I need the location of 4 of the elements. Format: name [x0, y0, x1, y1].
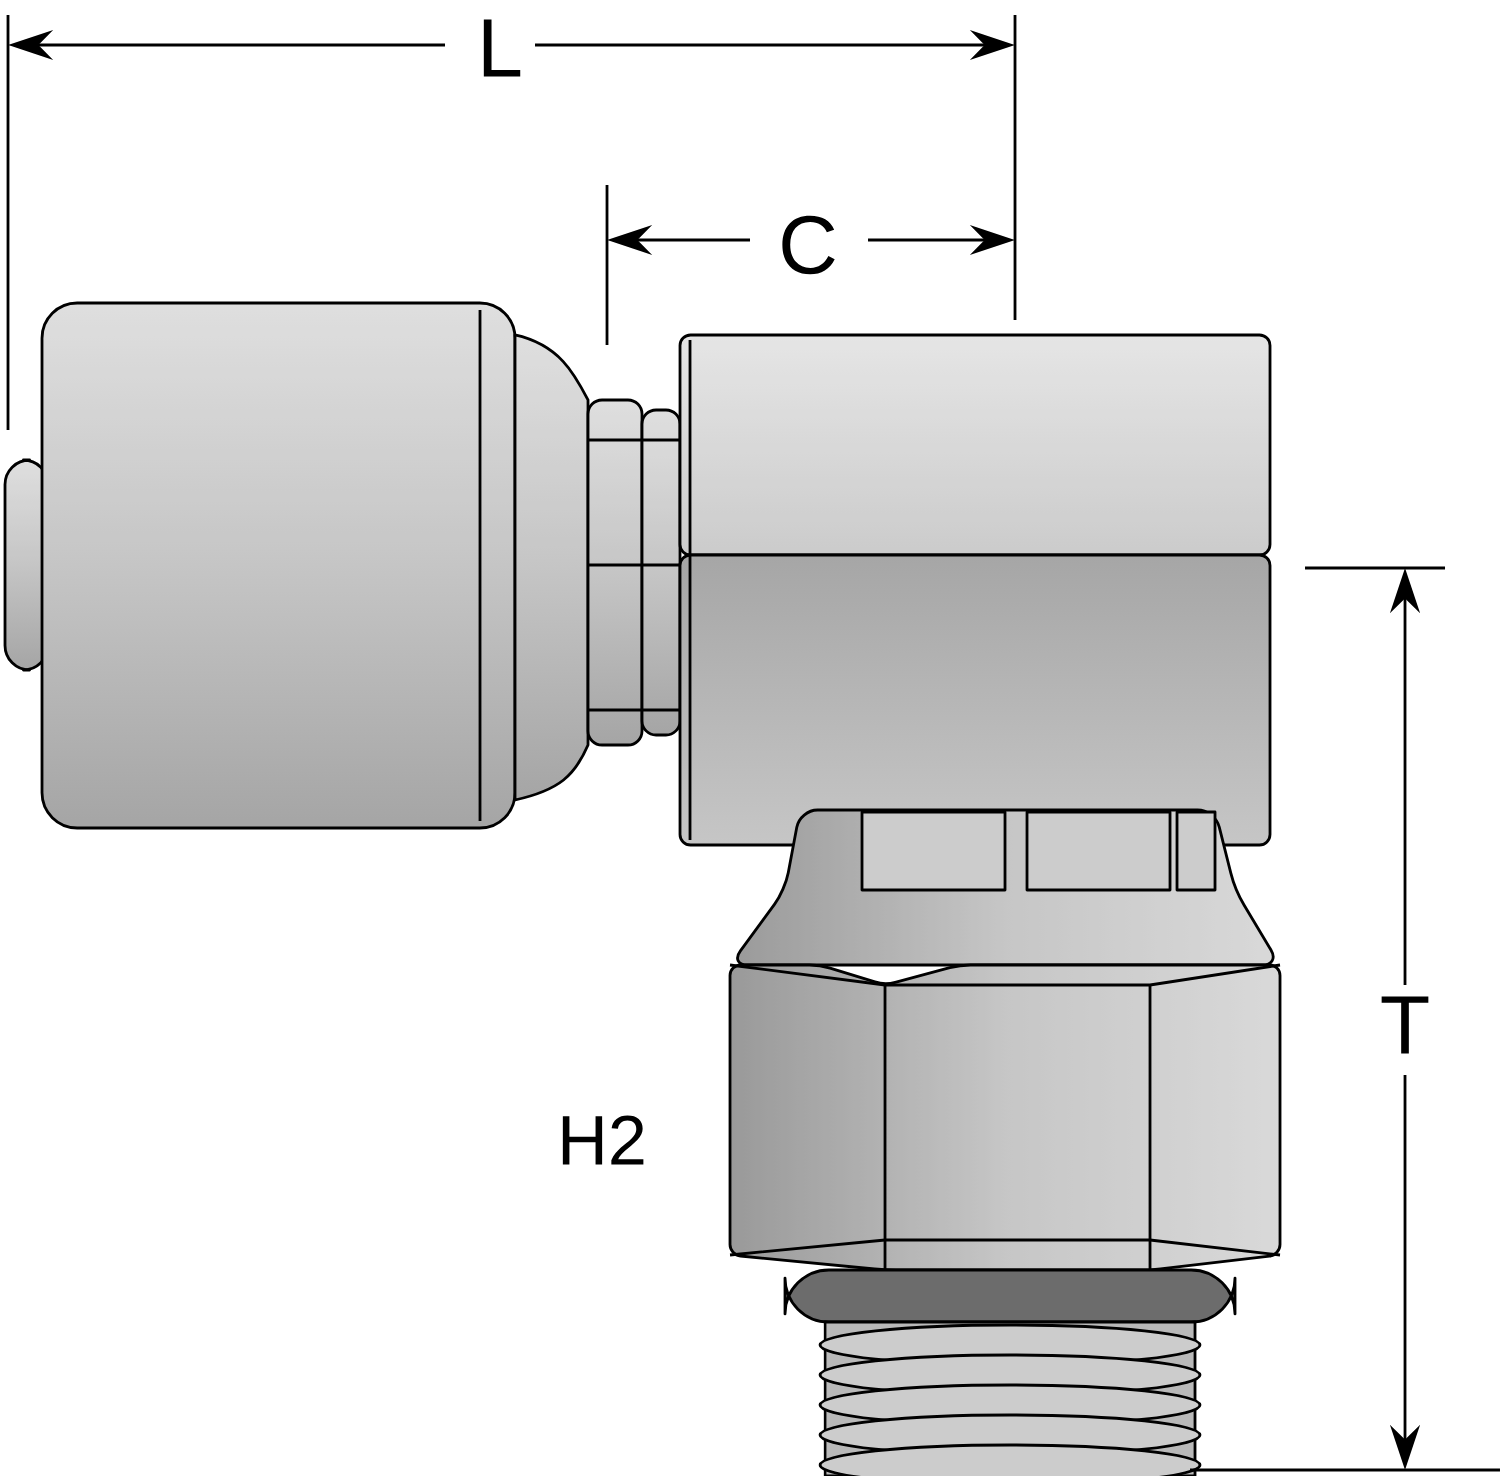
- dimension-label: L: [483, 19, 521, 77]
- dimension-label: T: [1381, 996, 1429, 1054]
- dimension-label: C: [782, 215, 835, 275]
- dimension-label: H2: [562, 1115, 644, 1165]
